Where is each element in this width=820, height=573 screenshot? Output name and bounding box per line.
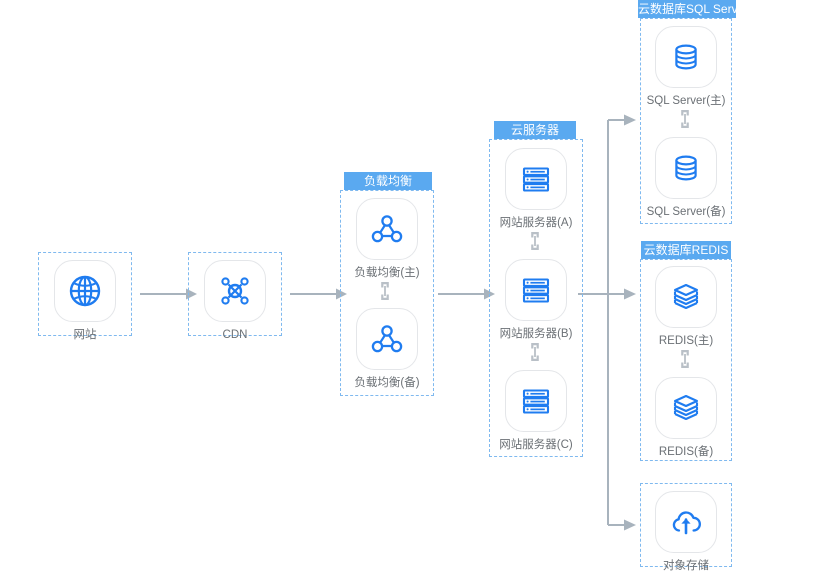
object-storage-card[interactable]	[655, 491, 717, 553]
group-header-load-balancer: 负载均衡	[344, 172, 432, 190]
group-box-sql-server	[640, 18, 732, 224]
node-label-cdn: CDN	[222, 329, 248, 341]
node-lb-standby[interactable]: 负载均衡(备)	[341, 308, 433, 390]
link-web-server-a-b	[528, 231, 542, 251]
group-box-cdn	[188, 252, 282, 336]
redis-primary-card[interactable]	[655, 266, 717, 328]
node-sql-standby[interactable]: SQL Server(备)	[640, 137, 732, 219]
node-web-server-a[interactable]: 网站服务器(A)	[490, 148, 582, 230]
server-rack-icon	[517, 382, 555, 420]
node-lb-primary[interactable]: 负载均衡(主)	[341, 198, 433, 280]
node-object-storage[interactable]: 对象存储	[640, 491, 732, 573]
load-balancer-icon	[368, 320, 406, 358]
node-label-redis-standby: REDIS(备)	[658, 446, 714, 458]
web-server-a-card[interactable]	[505, 148, 567, 210]
node-label-website: 网站	[73, 329, 97, 341]
redis-layers-icon	[667, 278, 705, 316]
node-label-redis-primary: REDIS(主)	[658, 335, 714, 347]
group-box-load-balancer	[340, 190, 434, 396]
node-redis-primary[interactable]: REDIS(主)	[640, 266, 732, 348]
node-label-lb-primary: 负载均衡(主)	[354, 267, 420, 279]
node-label-object-storage: 对象存储	[663, 560, 709, 572]
node-label-web-server-b: 网站服务器(B)	[499, 328, 573, 340]
node-cdn[interactable]: CDN	[189, 260, 281, 342]
database-icon	[667, 149, 705, 187]
lb-standby-card[interactable]	[356, 308, 418, 370]
cdn-card[interactable]	[204, 260, 266, 322]
group-header-redis: 云数据库REDIS	[641, 241, 731, 259]
node-web-server-c[interactable]: 网站服务器(C)	[490, 370, 582, 452]
group-header-cloud-server: 云服务器	[494, 121, 576, 139]
node-redis-standby[interactable]: REDIS(备)	[640, 377, 732, 459]
node-label-web-server-c: 网站服务器(C)	[499, 439, 573, 451]
link-lb-primary-standby	[378, 281, 392, 301]
group-header-sql-server: 云数据库SQL Server	[638, 0, 736, 18]
group-box-object-storage	[640, 483, 732, 567]
load-balancer-icon	[368, 210, 406, 248]
node-website[interactable]: 网站	[39, 260, 131, 342]
sql-standby-card[interactable]	[655, 137, 717, 199]
cdn-network-icon	[216, 272, 254, 310]
web-server-b-card[interactable]	[505, 259, 567, 321]
group-box-redis	[640, 259, 732, 461]
node-label-sql-primary: SQL Server(主)	[646, 95, 726, 107]
arrow-loadbalancer-to-cloudserver	[438, 286, 496, 302]
server-rack-icon	[517, 160, 555, 198]
lb-primary-card[interactable]	[356, 198, 418, 260]
group-box-website	[38, 252, 132, 336]
node-web-server-b[interactable]: 网站服务器(B)	[490, 259, 582, 341]
arrow-cdn-to-loadbalancer	[290, 286, 348, 302]
node-sql-primary[interactable]: SQL Server(主)	[640, 26, 732, 108]
branch-connector-cloudserver-to-storage	[578, 110, 638, 540]
redis-layers-icon	[667, 389, 705, 427]
server-rack-icon	[517, 271, 555, 309]
node-label-sql-standby: SQL Server(备)	[646, 206, 726, 218]
redis-standby-card[interactable]	[655, 377, 717, 439]
link-web-server-b-c	[528, 342, 542, 362]
group-box-cloud-server	[489, 139, 583, 457]
link-sql-primary-standby	[678, 109, 692, 129]
node-label-lb-standby: 负载均衡(备)	[354, 377, 420, 389]
sql-primary-card[interactable]	[655, 26, 717, 88]
web-server-c-card[interactable]	[505, 370, 567, 432]
database-icon	[667, 38, 705, 76]
link-redis-primary-standby	[678, 349, 692, 369]
cloud-upload-icon	[667, 503, 705, 541]
globe-icon	[66, 272, 104, 310]
website-card[interactable]	[54, 260, 116, 322]
node-label-web-server-a: 网站服务器(A)	[499, 217, 573, 229]
